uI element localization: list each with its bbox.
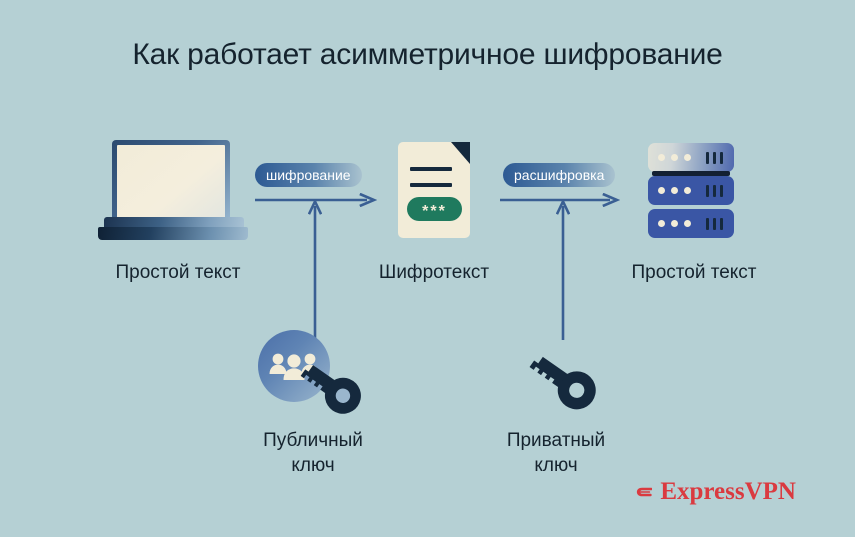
- caption-public-key: Публичный ключ: [263, 430, 363, 476]
- document-icon: ***: [398, 142, 470, 238]
- caption-private-key: Приватный ключ: [506, 430, 606, 476]
- laptop-base-bottom: [98, 227, 248, 240]
- document-masked-value: ***: [407, 197, 462, 221]
- server-indicator-dots: [658, 220, 691, 227]
- key-icon: [529, 356, 596, 410]
- server-unit: [648, 143, 734, 172]
- server-divider: [652, 171, 730, 176]
- laptop-base-top: [104, 217, 244, 228]
- laptop-icon: [98, 140, 248, 240]
- arrow-private-key-up: [555, 198, 571, 340]
- server-vents-icon: [706, 152, 723, 164]
- process-label-decrypt: расшифровка: [503, 163, 616, 187]
- server-indicator-dots: [658, 154, 691, 161]
- arrow-decrypt-right: [500, 192, 621, 208]
- arrow-encrypt-right: [255, 192, 378, 208]
- key-icon: [300, 365, 361, 414]
- public-key-icon: [258, 330, 368, 422]
- expressvpn-e-mark-icon: [636, 487, 653, 497]
- caption-ciphertext: Шифротекст: [378, 262, 490, 283]
- laptop-lid: [112, 140, 230, 218]
- server-unit: [648, 209, 734, 238]
- process-label-encrypt: шифрование: [255, 163, 362, 187]
- arrow-public-key-up: [307, 198, 323, 340]
- page-title: Как работает асимметричное шифрование: [132, 38, 723, 71]
- document-text-line: [410, 167, 452, 171]
- document-text-line: [410, 183, 452, 187]
- caption-plaintext-source: Простой текст: [115, 262, 241, 283]
- laptop-screen: [117, 145, 225, 218]
- server-icon: [648, 143, 734, 239]
- server-vents-icon: [706, 185, 723, 197]
- expressvpn-wordmark: ExpressVPN: [660, 478, 796, 505]
- server-unit: [648, 176, 734, 205]
- server-indicator-dots: [658, 187, 691, 194]
- caption-plaintext-destination: Простой текст: [631, 262, 757, 283]
- server-vents-icon: [706, 218, 723, 230]
- private-key-icon: [516, 341, 608, 419]
- expressvpn-logo[interactable]: ExpressVPN: [636, 474, 796, 510]
- document-body: [398, 142, 470, 238]
